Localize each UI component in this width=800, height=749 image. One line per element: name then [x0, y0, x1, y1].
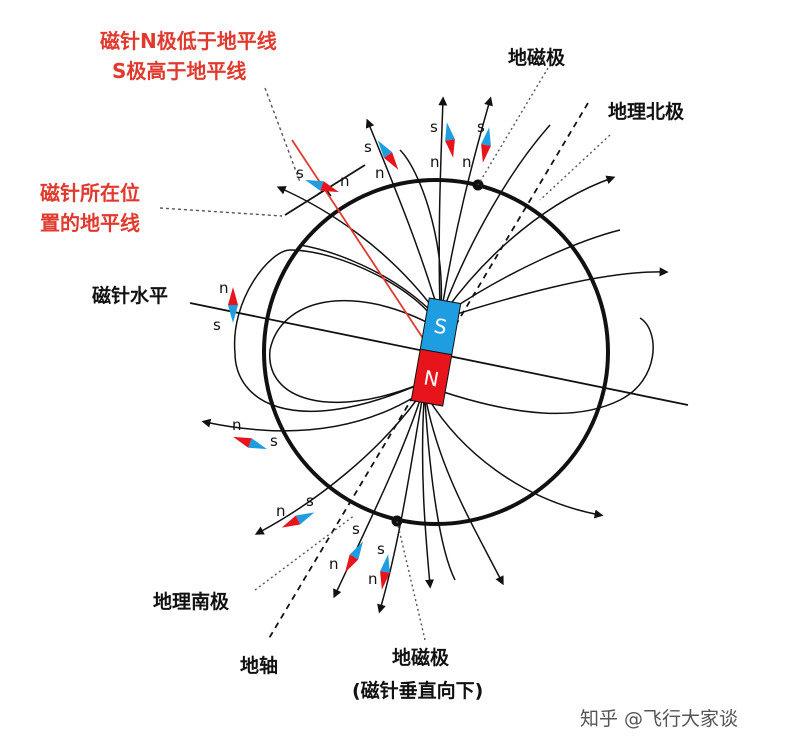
needle-letters: s n s n s n s n n s n s n s s n s n	[213, 118, 485, 588]
compass-needle	[228, 287, 238, 323]
needle-letter: s	[377, 540, 385, 558]
compass-needle	[380, 554, 390, 590]
field-line-bottom-6	[201, 395, 417, 432]
geomagnetic-pole-bottom-label: 地磁极	[392, 646, 450, 669]
compass-needle	[377, 140, 399, 170]
field-line-bottom-1	[421, 399, 434, 589]
geomagnetic-pole-bottom-dot	[391, 515, 403, 527]
field-line-top-6	[276, 186, 437, 313]
field-line-top-7	[299, 244, 435, 315]
needle-letter: s	[477, 118, 485, 136]
field-line-top-4	[443, 124, 551, 309]
vertical-needle-note: (磁针垂直向下)	[352, 679, 483, 702]
geomagnetic-pole-top-label: 地磁极	[508, 46, 566, 69]
field-line-bottom-8	[424, 399, 456, 581]
needle-horizon-label-line2: 置的地平线	[40, 211, 140, 235]
needle-letter: n	[329, 555, 339, 573]
field-line-bottom-5	[254, 397, 419, 535]
magnet-north-half	[410, 348, 453, 407]
needle-horizon-label-line1: 磁针所在位	[40, 181, 140, 205]
field-line-top-1	[365, 118, 439, 311]
needle-level-label: 磁针水平	[92, 284, 168, 307]
needle-letter: s	[364, 138, 372, 156]
geomagnetic-top-leader	[477, 67, 549, 186]
needle-letter: s	[430, 118, 438, 136]
field-line-top-8	[447, 229, 621, 313]
compass-needle	[445, 122, 455, 158]
field-line-right-loop-lower	[419, 317, 654, 415]
red-title-line1: 磁针N极低于地平线	[100, 29, 277, 53]
needle-letter: n	[430, 153, 440, 171]
needle-letter: n	[276, 502, 286, 520]
geomagnetic-bottom-leader	[396, 520, 426, 641]
needle-letter: n	[340, 172, 350, 190]
needle-letter: n	[219, 279, 229, 297]
horizon-red-line	[291, 139, 433, 353]
magnet-north-letter: N	[422, 365, 441, 391]
magnet-south-letter: S	[432, 313, 449, 339]
geographic-north-leader	[539, 134, 611, 201]
needle-letter: n	[368, 570, 378, 588]
needle-letter: s	[306, 492, 314, 510]
watermark: 知乎 @飞行大家谈	[580, 708, 738, 730]
needle-letter: s	[296, 164, 304, 182]
needle-letter: s	[270, 432, 278, 450]
compass-needle	[233, 436, 267, 450]
geographic-south-label: 地理南极	[153, 590, 230, 613]
red-title-line2: S极高于地平线	[112, 59, 246, 83]
field-line-top-2	[438, 96, 448, 309]
bar-magnet: S N	[410, 297, 462, 407]
compass-needle	[281, 512, 315, 528]
field-line-left-inner	[269, 299, 439, 404]
field-line-bottom-2	[425, 399, 504, 586]
compass-needles	[228, 122, 491, 590]
field-line-left-loop	[233, 249, 439, 413]
needle-letter: n	[232, 416, 242, 434]
needle-letter: n	[375, 164, 385, 182]
needle-letter: s	[213, 316, 221, 334]
field-lines	[201, 96, 669, 614]
geographic-south-leader	[254, 514, 356, 591]
compass-needle	[481, 127, 491, 163]
needle-letter: n	[462, 153, 472, 171]
needle-letter: s	[352, 520, 360, 538]
compass-needle	[345, 541, 363, 573]
earth-circle	[262, 178, 610, 526]
field-line-bottom-7	[377, 399, 423, 614]
needle-horizon-leader	[159, 207, 283, 217]
field-line-bottom-3	[427, 397, 604, 519]
geographic-north-label: 地理北极	[608, 100, 685, 123]
red-title-leader	[264, 87, 301, 183]
compass-needle	[305, 179, 339, 193]
field-line-top-3	[441, 96, 493, 309]
field-line-top-5	[445, 175, 616, 311]
field-line-top-9	[399, 149, 443, 309]
earth-axis-label: 地轴	[240, 654, 278, 677]
